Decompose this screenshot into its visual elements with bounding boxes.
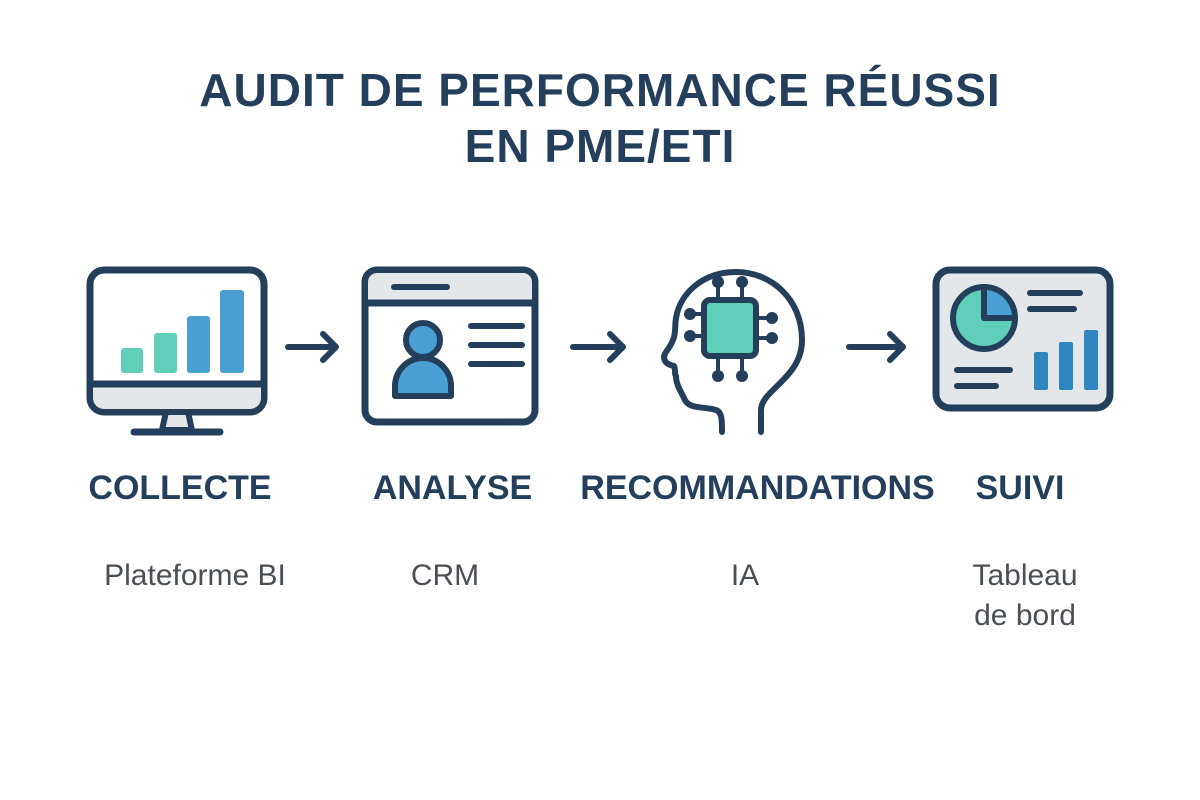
profile-card-icon — [361, 266, 539, 426]
step-label-analyse: ANALYSE — [372, 469, 533, 507]
arrow-right-icon — [285, 331, 339, 363]
step-sub-plateforme-bi: Plateforme BI — [104, 559, 286, 592]
title-line-2: EN PME/ETI — [464, 120, 736, 172]
dashboard-icon — [932, 266, 1114, 412]
step-sub-line-1: Tableau — [972, 559, 1078, 592]
step-sub-tableau-de-bord: Tableau de bord — [950, 556, 1100, 636]
step-sub-line-2: de bord — [974, 599, 1076, 632]
head-chip-icon — [661, 269, 805, 435]
arrow-right-icon — [846, 331, 906, 363]
step-label-suivi: SUIVI — [975, 469, 1065, 507]
monitor-bar-chart-icon — [86, 266, 268, 436]
title-line-1: AUDIT DE PERFORMANCE RÉUSSI — [199, 64, 1001, 116]
step-sub-ia: IA — [730, 559, 760, 592]
page-title: AUDIT DE PERFORMANCE RÉUSSI EN PME/ETI — [0, 62, 1200, 174]
step-label-recommandations: RECOMMANDATIONS — [580, 469, 935, 507]
arrow-right-icon — [570, 331, 626, 363]
step-sub-crm: CRM — [410, 559, 480, 592]
step-label-collecte: COLLECTE — [88, 469, 272, 507]
